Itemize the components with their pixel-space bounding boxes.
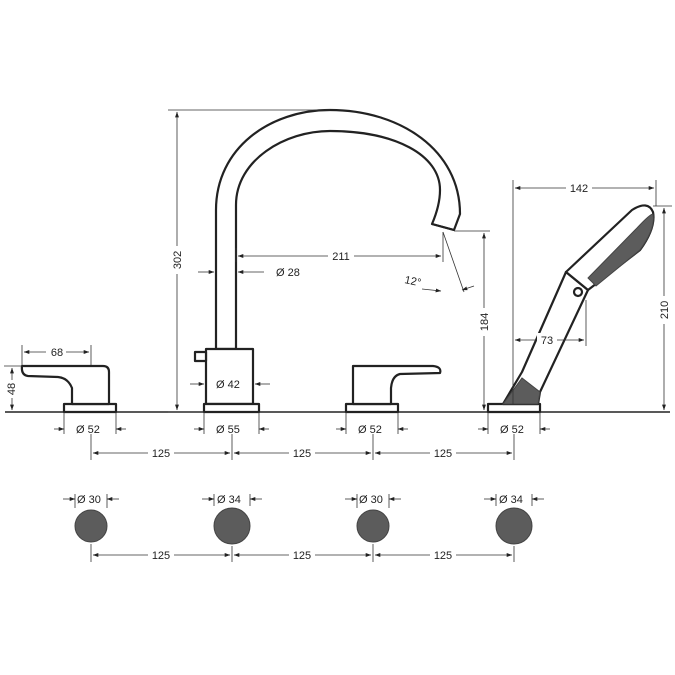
hole-2: Ø 34 [202,494,262,545]
shower-base [486,402,542,414]
label-lever-length: 68 [51,347,63,359]
hole-3: Ø 30 [345,494,401,543]
label-base-mid: Ø 52 [358,424,382,436]
label-spacing-top-3: 125 [434,448,452,460]
dim-shower-height: 210 [653,205,672,411]
hole-2-circle [213,507,251,545]
shower-head-face [587,213,654,287]
label-spacing-bottom-2: 125 [293,550,311,562]
spout-nozzle [431,222,455,232]
dim-base-mid: Ø 52 [336,412,408,436]
spout-body [204,347,255,406]
left-handle [20,364,118,414]
label-shower-handle: 73 [541,335,553,347]
dim-base-spout: Ø 55 [194,412,269,436]
hole-1: Ø 30 [63,494,119,543]
label-hole-3: Ø 30 [359,494,383,506]
label-base-spout: Ø 55 [216,424,240,436]
hole-1-circle [74,509,108,543]
hole-3-circle [356,509,390,543]
dim-spout-angle: 12° [403,231,475,293]
label-base-left: Ø 52 [76,424,100,436]
label-spout-reach: 211 [332,251,350,263]
label-hole-2: Ø 34 [217,494,241,506]
dim-spout-reach: 211 [235,232,444,263]
dim-spacing-bottom: 125 125 125 [90,544,515,562]
dim-outlet-height: 184 [454,230,491,411]
label-lever-height: 48 [6,383,18,395]
spout-base [202,402,261,414]
spout [193,108,462,414]
label-spout-diameter: Ø 28 [276,267,300,279]
label-shower-width: 142 [570,183,588,195]
dim-lever-length: 68 [21,345,92,365]
label-spacing-top-1: 125 [152,448,170,460]
middle-handle-base [344,402,400,414]
label-total-height: 302 [172,251,184,269]
label-base-shower: Ø 52 [500,424,524,436]
dim-lever-height: 48 [4,365,22,411]
hole-4: Ø 34 [484,494,544,545]
dim-spout-diameter: Ø 28 [198,267,300,279]
label-spout-angle: 12° [403,274,422,289]
dim-base-left: Ø 52 [54,412,126,436]
dim-spacing-top: 125 125 125 [90,434,515,460]
label-outlet-height: 184 [479,313,491,331]
dim-base-shower: Ø 52 [478,412,550,436]
dim-shower-handle: 73 [514,300,587,347]
left-handle-base [62,402,118,414]
dim-shower-width: 142 [512,180,657,404]
middle-handle [344,364,442,414]
label-spacing-bottom-1: 125 [152,550,170,562]
dim-body-diameter: Ø 42 [190,379,270,391]
label-shower-height: 210 [659,301,671,319]
middle-handle-lever [351,364,442,406]
label-spacing-top-2: 125 [293,448,311,460]
label-hole-4: Ø 34 [499,494,523,506]
label-spacing-bottom-3: 125 [434,550,452,562]
dim-total-height: 302 [168,109,330,413]
spout-knob [193,350,208,363]
spout-arc [214,108,462,351]
shower-handle-grip [502,377,541,405]
label-body-diameter: Ø 42 [216,379,240,391]
left-handle-lever [20,364,111,406]
shower-button [572,286,584,298]
label-hole-1: Ø 30 [77,494,101,506]
hole-4-circle [495,507,533,545]
